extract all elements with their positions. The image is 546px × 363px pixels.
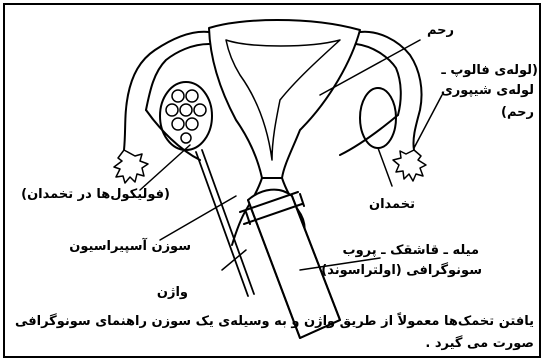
uterus-cavity (226, 40, 340, 160)
label-ovary: تخمدان (369, 196, 415, 214)
pointer-follicles (140, 145, 190, 190)
right-fallopian-tube (356, 32, 422, 150)
left-fimbriae (114, 150, 148, 183)
caption-line-1: یافتن تخمک‌ها معمولاً از طریق واژن و به … (15, 311, 534, 332)
uterus-outline (209, 20, 360, 178)
pointer-ovary (378, 148, 392, 186)
label-fallopian-tube-2: لوله‌ی شیپوری (441, 82, 534, 100)
ligament-right (340, 115, 398, 155)
right-fimbriae (393, 150, 426, 181)
label-aspiration-needle: سوزن آسپیراسیون (69, 238, 191, 256)
label-probe-1: میله ـ قاشقک ـ پروب (343, 242, 480, 260)
label-uterus: رحم (427, 22, 454, 40)
caption-line-2: صورت می گیرد . (425, 333, 534, 354)
label-fallopian-tube-3: رحم) (501, 104, 534, 122)
label-follicles: (فولیکول‌ها در تخمدان) (21, 186, 170, 204)
follicles (166, 90, 206, 143)
pointer-tube (414, 95, 442, 148)
label-probe-2: سونوگرافی (اولتراسوند) (321, 262, 482, 280)
label-vagina: واژن (157, 284, 188, 302)
label-fallopian-tube-1: (لوله‌ی فالوپ ـ (441, 62, 538, 80)
